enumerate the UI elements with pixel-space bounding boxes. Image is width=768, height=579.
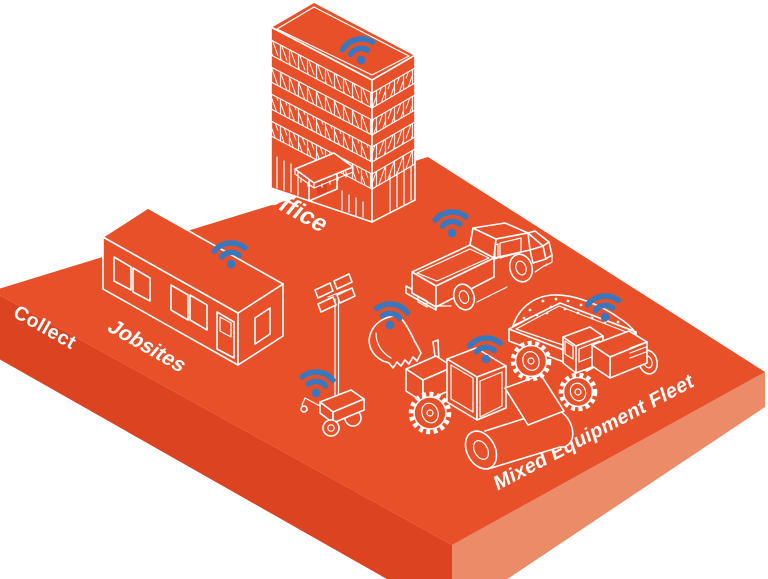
light-tower-lamps bbox=[314, 273, 356, 313]
office-building bbox=[270, 1, 416, 223]
excavator-bucket bbox=[368, 315, 422, 369]
platform-left-face bbox=[0, 295, 452, 579]
trailer-windows bbox=[113, 256, 271, 345]
haul-truck-rear-wheel bbox=[510, 340, 552, 382]
building-window-bands-right bbox=[371, 67, 416, 190]
light-tower bbox=[300, 273, 365, 437]
trailer-door bbox=[216, 311, 235, 359]
light-tower-wheel bbox=[322, 419, 340, 437]
pickup-truck bbox=[405, 222, 553, 311]
building-ground-glazing bbox=[276, 156, 412, 218]
platform-right-face bbox=[452, 372, 765, 579]
soil-compactor bbox=[405, 339, 574, 470]
pickup-rear-wheel bbox=[452, 283, 476, 311]
compactor-drum bbox=[464, 408, 574, 470]
building-entrance-canopy bbox=[294, 152, 354, 202]
jobsite-trailer bbox=[102, 207, 284, 366]
compactor-rear-wheel bbox=[408, 391, 452, 435]
pickup-front-wheel bbox=[508, 253, 534, 283]
haul-truck-hood bbox=[591, 330, 648, 379]
light-tower-base bbox=[300, 389, 365, 424]
haul-truck-front-wheel bbox=[558, 372, 598, 412]
